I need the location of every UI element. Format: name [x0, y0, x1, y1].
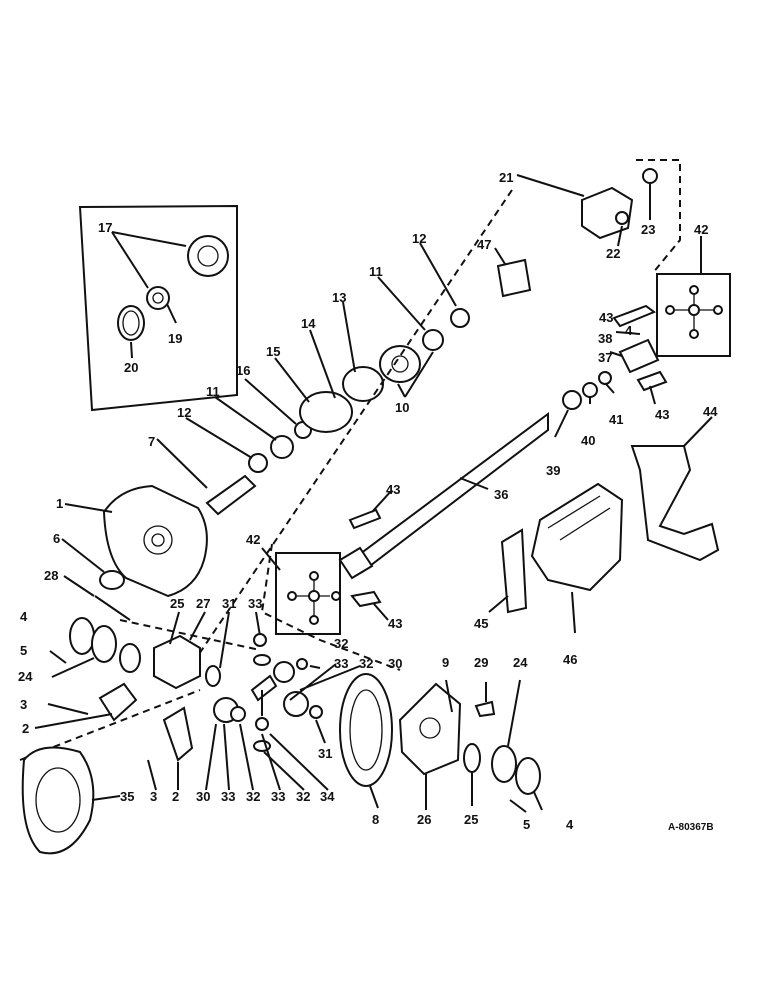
callout-3-left: 3	[20, 697, 27, 712]
callout-43-right: 43	[655, 407, 669, 422]
carrier-left-parts	[21, 538, 221, 855]
callout-34: 34	[320, 789, 335, 804]
callout-3-bottom: 3	[150, 789, 157, 804]
pinion-assembly	[156, 242, 532, 516]
callout-28: 28	[44, 568, 58, 583]
callout-12-mid: 12	[177, 405, 191, 420]
callout-24-right: 24	[513, 655, 528, 670]
callout-20: 20	[124, 360, 138, 375]
callout-2-bottom: 2	[172, 789, 179, 804]
callout-26: 26	[417, 812, 431, 827]
callout-24-left: 24	[18, 669, 33, 684]
callout-12-top: 12	[412, 231, 426, 246]
callout-6: 6	[53, 531, 60, 546]
callout-43-left: 43	[388, 616, 402, 631]
callout-47: 47	[477, 237, 491, 252]
callout-33-top: 33	[248, 596, 262, 611]
callout-42-right: 42	[694, 222, 708, 237]
callout-38: 38	[598, 331, 612, 346]
callout-41: 41	[609, 412, 623, 427]
callout-33-b: 33	[334, 656, 348, 671]
callout-31-top: 31	[222, 596, 236, 611]
callout-33-d: 33	[271, 789, 285, 804]
dashed-guides	[19, 159, 681, 761]
callout-33-c: 33	[221, 789, 235, 804]
callout-32-b: 32	[359, 656, 373, 671]
callout-43-top: 43	[599, 310, 613, 325]
callout-14: 14	[301, 316, 316, 331]
callout-40: 40	[581, 433, 595, 448]
callout-36: 36	[494, 487, 508, 502]
u-joint-box-left	[261, 489, 393, 635]
callout-30-top: 30	[388, 656, 402, 671]
callout-27: 27	[196, 596, 210, 611]
shaft-guard	[488, 416, 720, 634]
callout-32-a: 32	[334, 636, 348, 651]
callout-11-mid: 11	[206, 384, 220, 399]
callout-4-small: 4	[625, 323, 633, 338]
callout-29: 29	[474, 655, 488, 670]
callout-19: 19	[168, 331, 182, 346]
callout-39: 39	[546, 463, 560, 478]
callout-7: 7	[148, 434, 155, 449]
callout-4-right: 4	[566, 817, 574, 832]
drive-shaft	[338, 304, 668, 580]
callout-30-bottom: 30	[196, 789, 210, 804]
callout-37: 37	[598, 350, 612, 365]
callout-25-bottom: 25	[464, 812, 478, 827]
callout-5-left: 5	[20, 643, 27, 658]
u-joint-box-right	[656, 236, 731, 357]
callout-45: 45	[474, 616, 488, 631]
drawing-number: A-80367B	[668, 822, 714, 833]
callout-4-left: 4	[20, 609, 28, 624]
callout-8: 8	[372, 812, 379, 827]
differential-gears	[169, 611, 361, 791]
callout-42-left: 42	[246, 532, 260, 547]
callout-16: 16	[236, 363, 250, 378]
callout-13: 13	[332, 290, 346, 305]
callout-23: 23	[641, 222, 655, 237]
callout-46: 46	[563, 652, 577, 667]
callout-11-top: 11	[369, 264, 383, 279]
callout-21: 21	[499, 170, 513, 185]
callout-5-right: 5	[523, 817, 530, 832]
callout-10: 10	[395, 400, 409, 415]
callout-17: 17	[98, 220, 112, 235]
callout-1: 1	[56, 496, 63, 511]
callout-22: 22	[606, 246, 620, 261]
callout-32-d: 32	[296, 789, 310, 804]
callout-44: 44	[703, 404, 718, 419]
top-yoke	[516, 168, 658, 247]
callout-35: 35	[120, 789, 134, 804]
callout-43-mid: 43	[386, 482, 400, 497]
callout-25-top: 25	[170, 596, 184, 611]
callout-labels: 21 23 22 42 47 12 11 13 14 15 16 11 12 7…	[18, 170, 718, 833]
callout-31-mid: 31	[318, 746, 332, 761]
callout-32-c: 32	[246, 789, 260, 804]
differential-housing	[64, 484, 208, 598]
callout-9: 9	[442, 655, 449, 670]
callout-2-left: 2	[22, 721, 29, 736]
ring-gear-and-case	[339, 673, 543, 813]
inset-panel	[78, 204, 238, 412]
callout-15: 15	[266, 344, 280, 359]
